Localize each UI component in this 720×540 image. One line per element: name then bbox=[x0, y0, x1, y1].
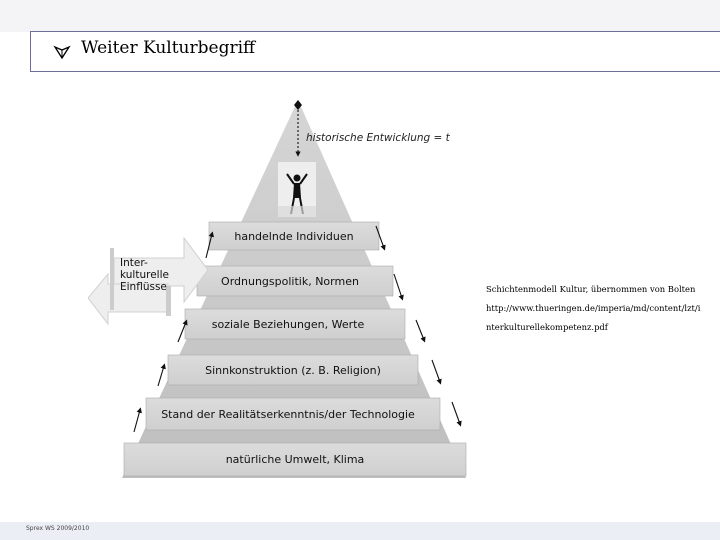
layer-block bbox=[184, 308, 406, 340]
right-arrow bbox=[415, 319, 426, 343]
layer-label: Sinnkonstruktion (z. B. Religion) bbox=[205, 364, 381, 377]
left-arrows bbox=[133, 231, 215, 433]
footer-bar: Sprex WS 2009/2010 bbox=[0, 522, 720, 540]
check-arrow-icon bbox=[53, 45, 71, 60]
intercultural-label-line: Einflüsse bbox=[120, 281, 167, 293]
layer-block bbox=[145, 397, 441, 431]
layer-block bbox=[208, 221, 380, 251]
left-arrow bbox=[133, 407, 142, 433]
right-arrows bbox=[375, 225, 462, 427]
title-bar: Weiter Kulturbegriff bbox=[30, 31, 720, 72]
layer-block bbox=[196, 265, 394, 297]
figure-caption: Schichtenmodell Kultur, übernommen von B… bbox=[486, 280, 718, 337]
left-arrow bbox=[177, 319, 188, 343]
history-label: historische Entwicklung = t bbox=[306, 132, 451, 144]
intercultural-label: Inter- kulturelle Einflüsse bbox=[120, 257, 172, 293]
layer-label: soziale Beziehungen, Werte bbox=[212, 318, 365, 331]
person-figure-icon bbox=[278, 162, 316, 217]
intercultural-label-line: Inter- bbox=[120, 257, 148, 269]
caption-link-line[interactable]: http://www.thueringen.de/imperia/md/cont… bbox=[486, 303, 701, 313]
right-arrow bbox=[431, 359, 442, 385]
right-arrow bbox=[393, 273, 404, 301]
footer-text: Sprex WS 2009/2010 bbox=[26, 525, 90, 532]
right-arrow bbox=[451, 401, 462, 427]
top-background bbox=[0, 0, 720, 32]
layer-block bbox=[167, 354, 419, 386]
intercultural-arrow bbox=[88, 236, 209, 326]
slide-title: Weiter Kulturbegriff bbox=[81, 38, 256, 58]
left-arrow bbox=[157, 363, 166, 387]
layer-label: handelnde Individuen bbox=[234, 230, 353, 243]
right-arrow bbox=[375, 225, 386, 251]
layer-block bbox=[123, 442, 467, 477]
left-arrow bbox=[205, 231, 215, 259]
caption-link-line[interactable]: nterkulturellekompetenz.pdf bbox=[486, 322, 608, 332]
caption-line: Schichtenmodell Kultur, übernommen von B… bbox=[486, 284, 696, 294]
history-axis-dot bbox=[294, 100, 302, 110]
culture-layer-pyramid: historische Entwicklung = t handelnde In… bbox=[88, 100, 467, 478]
layer-label: Ordnungspolitik, Normen bbox=[221, 275, 359, 288]
intercultural-label-line: kulturelle bbox=[120, 269, 169, 281]
layer-label: natürliche Umwelt, Klima bbox=[226, 453, 365, 466]
layer-label: Stand der Realitätserkenntnis/der Techno… bbox=[161, 408, 415, 421]
